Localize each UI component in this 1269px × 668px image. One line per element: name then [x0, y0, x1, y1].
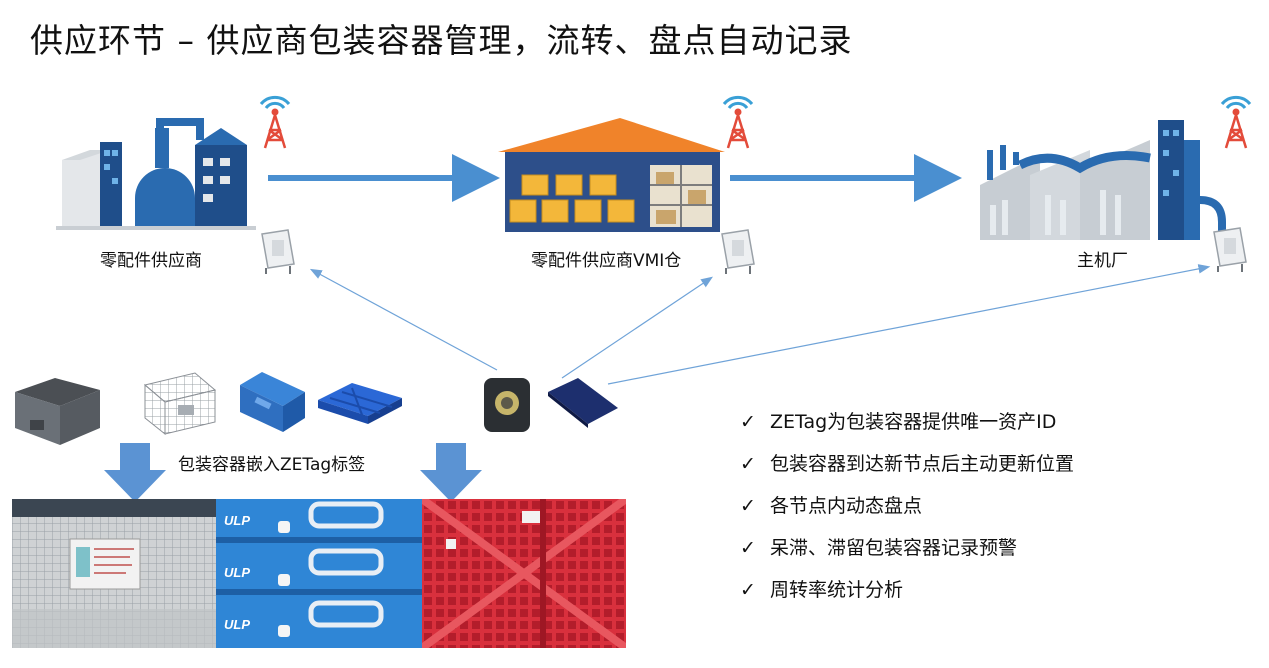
ulp-logo-2: ULP [224, 565, 250, 580]
signal-tower-icon [722, 95, 754, 149]
supplier-factory-icon [56, 118, 256, 230]
container-box-icon [15, 378, 100, 445]
check-icon: ✓ [740, 495, 756, 517]
benefit-item: ✓包装容器到达新节点后主动更新位置 [740, 446, 1074, 488]
check-icon: ✓ [740, 537, 756, 559]
photo-blue-crates: ULP ULP ULP [216, 499, 422, 648]
check-icon: ✓ [740, 579, 756, 601]
down-arrow-right [420, 443, 482, 502]
container-plastic-crate-icon [240, 372, 305, 432]
page-title: 供应环节 – 供应商包装容器管理，流转、盘点自动记录 [30, 21, 853, 60]
zetag-card-tag-icon [548, 378, 618, 428]
benefit-item: ✓周转率统计分析 [740, 572, 1074, 614]
signal-line-to-vmi [561, 276, 713, 379]
node-label-oem: 主机厂 [1077, 251, 1128, 271]
vmi-warehouse-icon [498, 118, 725, 232]
ulp-logo-3: ULP [224, 617, 250, 632]
benefit-item: ✓呆滞、滞留包装容器记录预警 [740, 530, 1074, 572]
container-wire-cage-icon [143, 372, 217, 436]
containers-caption: 包装容器嵌入ZETag标签 [178, 455, 366, 475]
down-arrow-left [104, 443, 166, 502]
zetag-round-tag-icon [484, 378, 530, 432]
signal-tower-icon [259, 95, 291, 149]
photo-wire-cages [12, 499, 216, 648]
benefits-list: ✓ZETag为包装容器提供唯一资产ID ✓包装容器到达新节点后主动更新位置 ✓各… [740, 404, 1074, 614]
gateway-reader-icon [721, 229, 755, 274]
oem-plant-icon [980, 120, 1226, 240]
check-icon: ✓ [740, 411, 756, 433]
signal-line-to-oem [607, 264, 1211, 385]
gateway-reader-icon [1213, 227, 1247, 272]
benefit-item: ✓ZETag为包装容器提供唯一资产ID [740, 404, 1074, 446]
node-label-supplier: 零配件供应商 [100, 251, 202, 271]
ulp-logo-1: ULP [224, 513, 250, 528]
gateway-reader-icon [261, 229, 295, 274]
container-pallet-icon [318, 383, 402, 424]
benefit-item: ✓各节点内动态盘点 [740, 488, 1074, 530]
signal-tower-icon [1220, 95, 1252, 149]
check-icon: ✓ [740, 453, 756, 475]
node-label-vmi: 零配件供应商VMI仓 [531, 251, 682, 271]
signal-line-to-supplier [309, 268, 498, 371]
photo-red-pallets [422, 499, 626, 648]
